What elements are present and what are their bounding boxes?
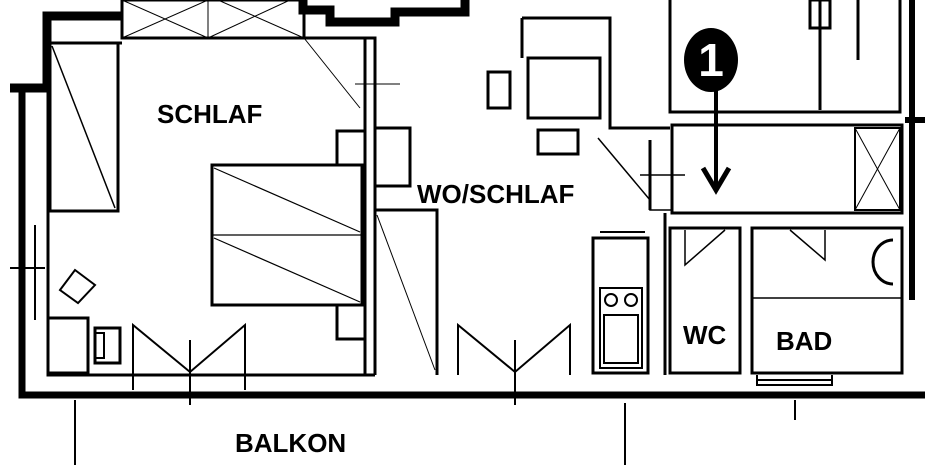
chair-bottom [536, 128, 580, 156]
room-label-wo-schlaf: WO/SCHLAF [417, 179, 575, 209]
bad-room [750, 226, 904, 375]
chair-top [486, 70, 512, 110]
room-label-wc: WC [683, 320, 727, 350]
balcony-post [74, 400, 796, 465]
kitchen [591, 236, 650, 375]
wc-room [668, 226, 742, 375]
outer-wall-left [18, 90, 925, 399]
table [526, 56, 602, 120]
entrance-marker: 1 [684, 28, 738, 92]
door-wo [457, 322, 571, 405]
room-label-balkon: BALKON [235, 428, 347, 458]
room-label-bad: BAD [776, 326, 833, 356]
door-schlaf [132, 322, 246, 405]
wardrobe [48, 41, 120, 213]
outer-wall-right [905, 0, 925, 300]
chair [58, 268, 97, 305]
room-label-schlaf: SCHLAF [157, 99, 263, 129]
